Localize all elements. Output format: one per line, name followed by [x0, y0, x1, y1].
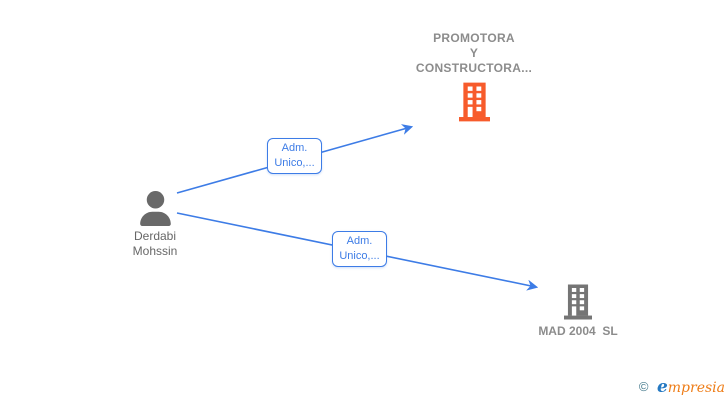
building-icon — [458, 82, 490, 122]
company-promotora-label-line1: PROMOTORA — [433, 31, 515, 45]
company-mad2004-label: MAD 2004 SL — [538, 324, 618, 338]
person-derdabi-label: Derdabi Mohssin — [110, 229, 200, 259]
empresia-logo-initial: e — [656, 377, 668, 397]
person-derdabi-label-line1: Derdabi — [133, 229, 177, 243]
company-promotora-label: PROMOTORA Y CONSTRUCTORA... — [389, 31, 559, 76]
copyright-icon: © — [638, 379, 649, 394]
edge-label-2-line2: Unico,... — [339, 250, 380, 262]
node-company-mad2004[interactable]: MAD 2004 SL — [514, 284, 642, 338]
empresia-watermark: © empresia — [639, 377, 725, 397]
company-promotora-label-line3: CONSTRUCTORA... — [415, 61, 533, 75]
edge-label-adm-unico-2[interactable]: Adm. Unico,... — [332, 231, 387, 267]
node-company-promotora[interactable]: PROMOTORA Y CONSTRUCTORA... — [389, 31, 559, 122]
edge-label-1-line2: Unico,... — [274, 157, 315, 169]
edge-label-adm-unico-1[interactable]: Adm. Unico,... — [267, 138, 322, 174]
person-icon — [139, 191, 171, 226]
edge-label-2-line1: Adm. — [346, 235, 373, 247]
person-derdabi-label-line2: Mohssin — [132, 244, 178, 258]
empresia-logo-text: mpresia — [667, 380, 725, 396]
node-person-derdabi[interactable]: Derdabi Mohssin — [110, 191, 200, 259]
edge-label-1-line1: Adm. — [281, 142, 308, 154]
company-promotora-label-line2: Y — [469, 46, 479, 60]
building-icon — [564, 284, 592, 320]
